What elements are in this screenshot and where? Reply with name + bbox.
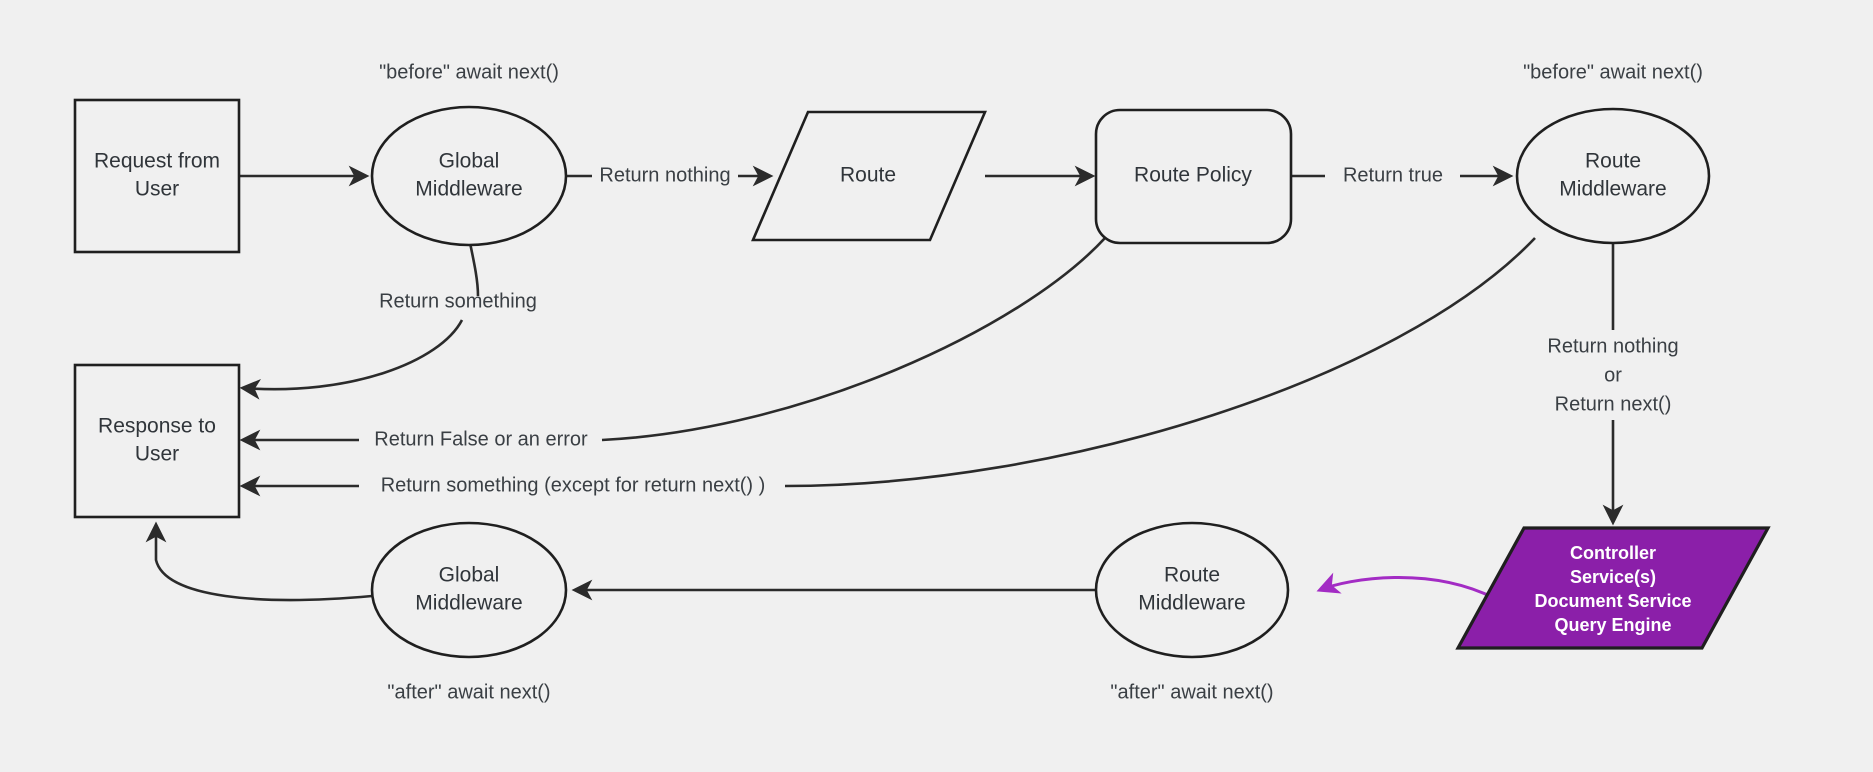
route-middleware-after-label-line1: Route: [1164, 564, 1220, 587]
response-to-user-label-line1: Response to: [98, 415, 216, 438]
controller-services-label-line3: Document Service: [1534, 591, 1691, 611]
response-to-user-label-line2: User: [135, 443, 179, 466]
edge-policy-return-false-curve: [601, 237, 1106, 442]
response-to-user-shape: [73, 363, 241, 519]
route-policy-label: Route Policy: [1134, 164, 1252, 187]
node-global-middleware-after[interactable]: Global Middleware: [370, 521, 568, 659]
global-middleware-before-shape: [370, 105, 568, 247]
edge-label-return-false-or-error: Return False or an error: [374, 428, 588, 450]
edge-rm-return-something-curve: [784, 237, 1536, 488]
controller-services-label-line2: Service(s): [1570, 567, 1656, 587]
node-route-policy[interactable]: Route Policy: [1094, 108, 1293, 245]
node-request-from-user[interactable]: Request from User: [73, 98, 241, 254]
edge-label-return-true: Return true: [1343, 164, 1443, 186]
annotation-before-route-middleware: "before" await next(): [1523, 61, 1703, 83]
request-from-user-label-line2: User: [135, 178, 179, 201]
route-policy-shape: [1094, 108, 1293, 245]
edge-label-rm-to-controller-line2: or: [1604, 364, 1622, 386]
edge-controller-to-route-middleware-after: [1316, 572, 1495, 600]
node-route-middleware-after[interactable]: Route Middleware: [1094, 521, 1290, 659]
node-response-to-user[interactable]: Response to User: [73, 363, 241, 519]
route-middleware-before-shape: [1515, 107, 1711, 245]
edge-global-middleware-after-to-response: [145, 521, 373, 602]
annotation-after-global-middleware: "after" await next(): [387, 681, 550, 703]
route-middleware-after-shape: [1094, 521, 1290, 659]
controller-services-shape: [1455, 526, 1771, 650]
global-middleware-after-label-line2: Middleware: [415, 592, 522, 615]
node-controller-services[interactable]: Controller Service(s) Document Service Q…: [1455, 526, 1771, 650]
edge-label-return-nothing: Return nothing: [599, 164, 730, 186]
global-middleware-before-label-line2: Middleware: [415, 178, 522, 201]
route-middleware-before-label-line2: Middleware: [1559, 178, 1666, 201]
global-middleware-after-shape: [370, 521, 568, 659]
edge-label-rm-to-controller-line1: Return nothing: [1547, 335, 1678, 357]
annotation-after-route-middleware: "after" await next(): [1110, 681, 1273, 703]
request-from-user-shape: [73, 98, 241, 254]
controller-services-label-line1: Controller: [1570, 543, 1656, 563]
node-route-middleware-before[interactable]: Route Middleware: [1515, 107, 1711, 245]
global-middleware-before-label-line1: Global: [439, 150, 500, 173]
edge-global-return-something-lower: [239, 319, 464, 400]
global-middleware-after-label-line1: Global: [439, 564, 500, 587]
edge-label-return-something-except-next: Return something (except for return next…: [381, 474, 766, 496]
edge-label-rm-to-controller-line3: Return next(): [1555, 393, 1672, 415]
controller-services-label-line4: Query Engine: [1554, 615, 1671, 635]
edge-global-return-something-upper: [467, 237, 480, 297]
node-global-middleware-before[interactable]: Global Middleware: [370, 105, 568, 247]
route-middleware-after-label-line2: Middleware: [1138, 592, 1245, 615]
route-label: Route: [840, 164, 896, 187]
annotation-before-global-middleware: "before" await next(): [379, 61, 559, 83]
node-route[interactable]: Route: [751, 110, 987, 242]
route-middleware-before-label-line1: Route: [1585, 150, 1641, 173]
edge-label-return-something: Return something: [379, 290, 537, 312]
request-from-user-label-line1: Request from: [94, 150, 220, 173]
route-shape: [751, 110, 987, 242]
